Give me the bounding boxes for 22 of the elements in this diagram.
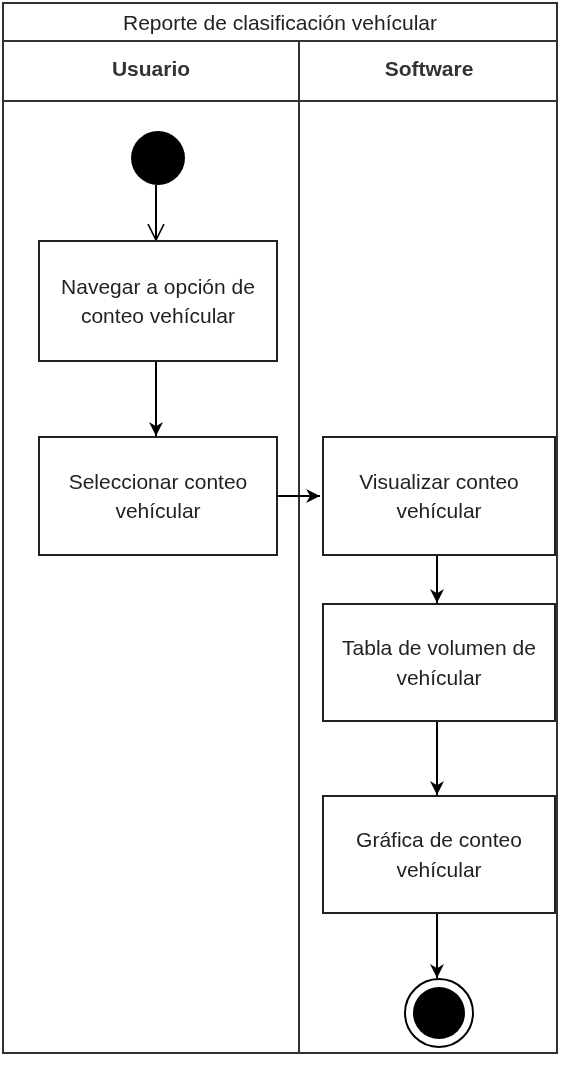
activity-label: Navegar a opción de conteo vehícular: [60, 273, 256, 329]
activity-box: [38, 240, 278, 362]
activity-box: [322, 436, 556, 556]
arrow: [147, 184, 165, 241]
activity-label: Visualizar conteo vehícular: [358, 468, 520, 524]
swimlane-pool: [2, 2, 558, 1054]
pool-title: Reporte de clasificación vehícular: [122, 10, 438, 36]
activity-label: Tabla de volumen de vehícular: [341, 635, 537, 691]
activity-box: [38, 436, 278, 556]
start-node: [131, 131, 185, 185]
activity-box: [322, 603, 556, 722]
activity-label: Seleccionar conteo vehícular: [67, 468, 249, 524]
arrow: [430, 555, 444, 604]
activity-box: [322, 795, 556, 914]
lane-header: Usuario: [110, 56, 192, 82]
arrow: [149, 361, 163, 437]
swimlane: [4, 40, 300, 1054]
activity-label: Gráfica de conteo vehícular: [355, 827, 523, 883]
arrow: [430, 721, 444, 796]
arrow: [430, 913, 444, 979]
lane-header: Software: [383, 56, 475, 82]
arrow: [275, 489, 321, 503]
